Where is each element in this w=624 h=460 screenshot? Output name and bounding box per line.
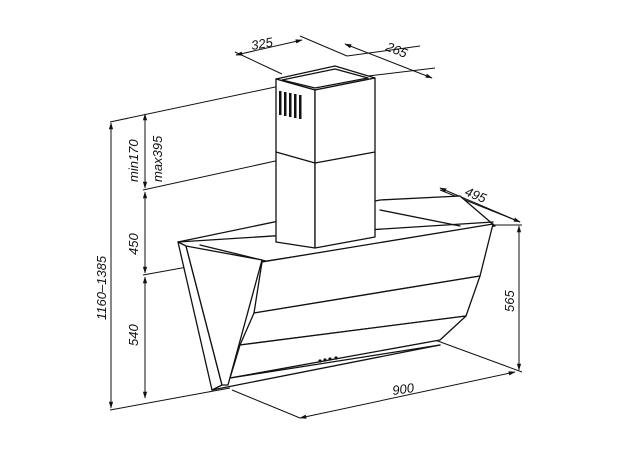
dim-hood-width: 900 [391, 380, 415, 398]
dim-chimney-depth: 265 [383, 38, 410, 61]
dim-chimney-lower: 450 [126, 233, 141, 255]
dim-hood-vertical: 540 [126, 324, 141, 346]
dim-chimney-upper-max: max395 [150, 135, 165, 182]
dim-hood-height: 565 [502, 290, 517, 312]
dim-total-height: 1160–1385 [94, 255, 109, 320]
vent-grille-icon [279, 91, 302, 119]
chimney [275, 65, 376, 249]
dim-chimney-upper-min: min170 [126, 139, 141, 182]
dim-chimney-width: 325 [250, 34, 275, 53]
dimension-lines [108, 39, 522, 419]
